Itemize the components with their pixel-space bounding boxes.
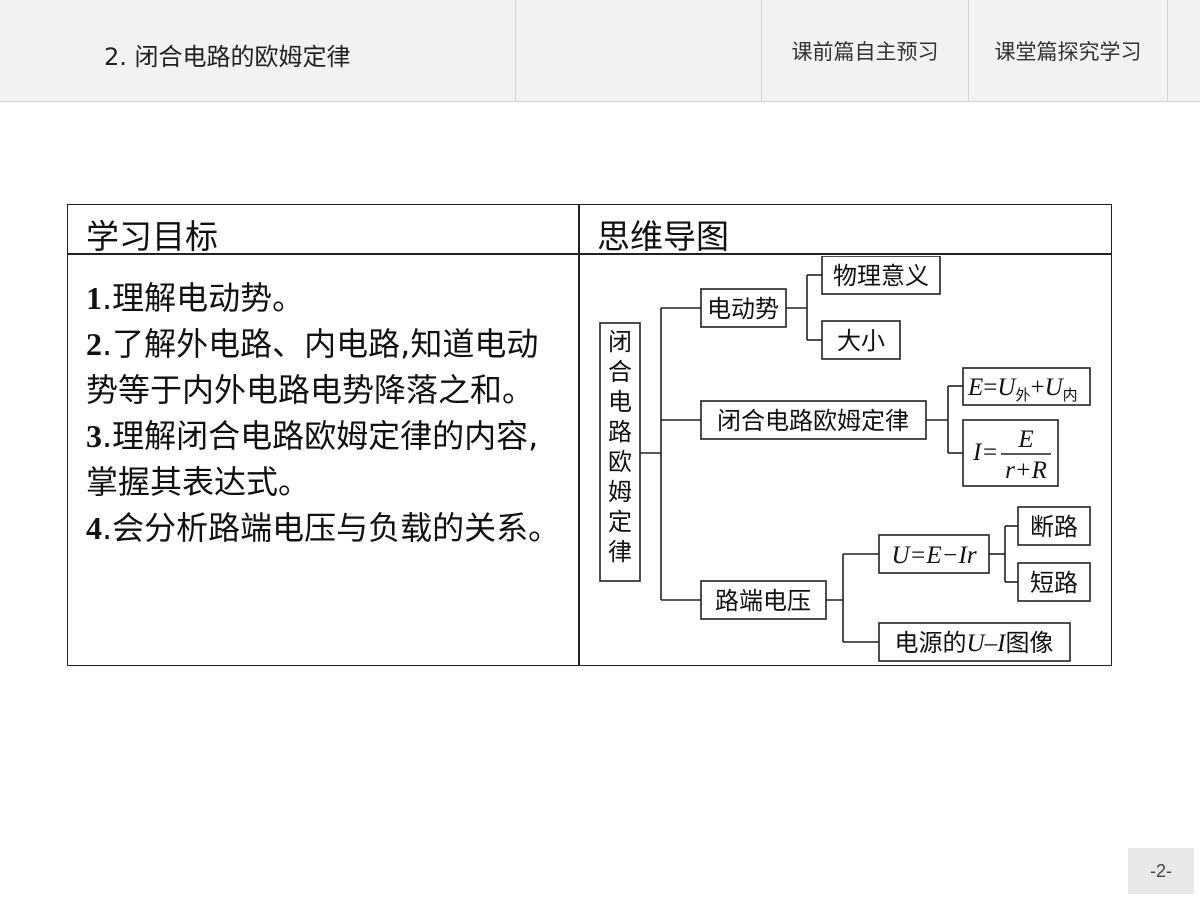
objectives-mindmap-table: 学习目标 思维导图 1.理解电动势。 2.了解外电路、内电路,知道电动势等于内外… bbox=[67, 204, 1112, 666]
goal-item-2: 2.了解外电路、内电路,知道电动势等于内外电路电势降落之和。 bbox=[86, 321, 566, 413]
root-char: 定 bbox=[608, 508, 632, 536]
node-law-equation-1: E=U外+U内 bbox=[962, 367, 1091, 406]
table-header-divider bbox=[68, 253, 1111, 255]
node-terminal-voltage: 路端电压 bbox=[700, 580, 827, 620]
current-symbol: I bbox=[972, 439, 983, 466]
node-emf-size: 大小 bbox=[821, 320, 901, 360]
goal-item-4: 4.会分析路端电压与负载的关系。 bbox=[86, 505, 566, 551]
goal-number: 2 bbox=[86, 326, 102, 362]
goal-text: .会分析路端电压与负载的关系。 bbox=[102, 509, 561, 547]
node-open-circuit: 断路 bbox=[1017, 506, 1091, 546]
goal-text: .了解外电路、内电路,知道电动势等于内外电路电势降落之和。 bbox=[86, 325, 539, 409]
node-closed-circuit-law: 闭合电路欧姆定律 bbox=[700, 400, 927, 440]
emf-label: 电动势 bbox=[707, 295, 779, 323]
node-terminal-equation: U=E−Ir bbox=[878, 534, 990, 574]
page-number: -2- bbox=[1128, 848, 1194, 894]
node-short-circuit: 短路 bbox=[1017, 562, 1091, 602]
terminal-equation: U=E−Ir bbox=[891, 542, 976, 569]
top-navigation-bar: 2. 闭合电路的欧姆定律 课前篇自主预习 课堂篇探究学习 bbox=[0, 0, 1200, 102]
header-edge bbox=[1168, 0, 1200, 101]
short-circuit-label: 短路 bbox=[1030, 569, 1078, 597]
root-char: 欧 bbox=[608, 448, 632, 476]
node-ui-graph: 电源的U–I图像 bbox=[878, 622, 1071, 662]
mindmap-connectors bbox=[640, 274, 1018, 643]
terminal-voltage-label: 路端电压 bbox=[715, 587, 811, 615]
ui-graph-label: 电源的U–I图像 bbox=[895, 629, 1054, 657]
header-spacer bbox=[516, 0, 762, 101]
goal-item-3: 3.理解闭合电路欧姆定律的内容,掌握其表达式。 bbox=[86, 413, 566, 505]
learning-goals-list: 1.理解电动势。 2.了解外电路、内电路,知道电动势等于内外电路电势降落之和。 … bbox=[86, 275, 566, 551]
mindmap-header: 思维导图 bbox=[597, 217, 729, 256]
fraction-denominator: r+R bbox=[1005, 457, 1047, 484]
law-label: 闭合电路欧姆定律 bbox=[717, 407, 909, 435]
fraction-numerator: E bbox=[1017, 426, 1033, 453]
root-char: 电 bbox=[608, 388, 632, 416]
root-char: 闭 bbox=[608, 328, 632, 356]
goal-text: .理解电动势。 bbox=[102, 279, 305, 317]
node-law-equation-2: I = E r+R bbox=[962, 419, 1059, 487]
goal-number: 3 bbox=[86, 418, 102, 454]
goal-text: .理解闭合电路欧姆定律的内容,掌握其表达式。 bbox=[86, 417, 539, 501]
mindmap-diagram: 闭 合 电 路 欧 姆 定 律 电动势 物理意义 大小 闭合电路欧姆定律 E=U… bbox=[599, 256, 1091, 662]
node-emf-meaning: 物理意义 bbox=[821, 256, 941, 295]
node-emf: 电动势 bbox=[700, 288, 787, 328]
emf-meaning-label: 物理意义 bbox=[833, 262, 929, 290]
nav-preview-tab[interactable]: 课前篇自主预习 bbox=[762, 0, 969, 101]
mindmap-root-node: 闭 合 电 路 欧 姆 定 律 bbox=[599, 322, 641, 582]
open-circuit-label: 断路 bbox=[1030, 513, 1078, 541]
law-equation-1: E=U外+U内 bbox=[967, 374, 1078, 404]
goal-number: 4 bbox=[86, 510, 102, 546]
root-char: 合 bbox=[608, 358, 632, 386]
root-char: 律 bbox=[608, 538, 632, 566]
emf-size-label: 大小 bbox=[837, 327, 885, 355]
lesson-title: 2. 闭合电路的欧姆定律 bbox=[104, 43, 351, 71]
table-column-divider bbox=[578, 205, 580, 665]
goal-number: 1 bbox=[86, 280, 102, 316]
equals-sign: = bbox=[983, 439, 997, 466]
goal-item-1: 1.理解电动势。 bbox=[86, 275, 566, 321]
nav-explore-tab[interactable]: 课堂篇探究学习 bbox=[969, 0, 1168, 101]
root-char: 姆 bbox=[608, 478, 632, 506]
root-char: 路 bbox=[608, 418, 632, 446]
lesson-title-cell: 2. 闭合电路的欧姆定律 bbox=[0, 0, 516, 101]
learning-goals-header: 学习目标 bbox=[86, 217, 218, 256]
